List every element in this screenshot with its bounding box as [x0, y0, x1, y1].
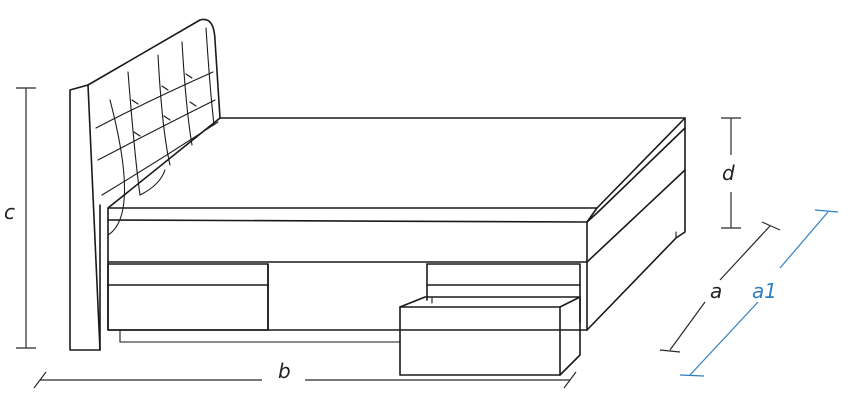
dimension-b [33, 371, 577, 389]
label-c: c [4, 200, 15, 224]
label-a: a [710, 279, 722, 303]
drawer-left [107, 263, 269, 331]
drawer-middle-panel [267, 263, 428, 331]
label-a1: a1 [752, 279, 777, 303]
label-b: b [278, 359, 291, 383]
label-d: d [722, 161, 735, 185]
dimension-a1 [679, 209, 839, 377]
mattress [107, 117, 686, 223]
dimension-a [659, 221, 781, 353]
bed-base [107, 127, 686, 343]
dimension-c [16, 87, 36, 349]
drawer-right-open [399, 263, 581, 376]
headboard [69, 18, 221, 351]
dimension-d [721, 117, 741, 229]
